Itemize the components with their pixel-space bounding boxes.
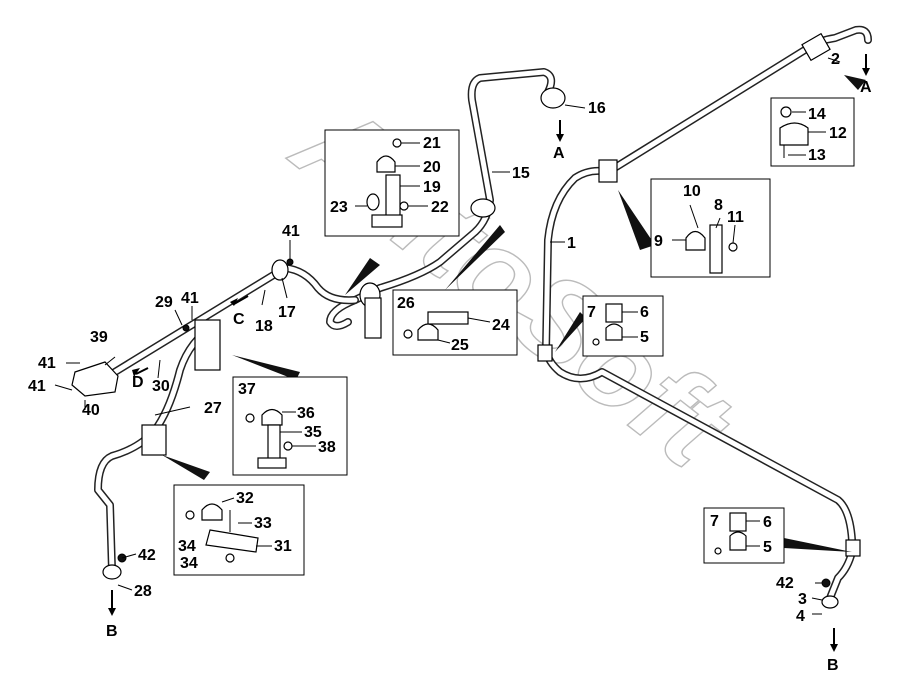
callout-41-left2: 41: [28, 378, 46, 395]
callout-34-top: 34: [178, 538, 196, 555]
callout-38: 38: [318, 439, 336, 456]
callout-33: 33: [254, 515, 272, 532]
callout-1: 1: [567, 235, 576, 252]
callout-30: 30: [152, 378, 170, 395]
callout-24: 24: [492, 317, 510, 334]
callout-20: 20: [423, 159, 441, 176]
callout-28: 28: [134, 583, 152, 600]
callout-labels: 2 14 12 13 16 15 1 10 8 11 9 21 20 19 23…: [28, 51, 872, 674]
bracket-31: [141, 424, 167, 456]
callout-41-top: 41: [282, 223, 300, 240]
callout-14: 14: [808, 106, 826, 123]
callout-26: 26: [397, 295, 415, 312]
callout-6-right: 6: [763, 514, 772, 531]
arrow-label-b-right: B: [827, 657, 839, 674]
callout-19: 19: [423, 179, 441, 196]
bracket-39: [71, 361, 119, 397]
clip-8: [598, 159, 618, 183]
callout-6-mid: 6: [640, 304, 649, 321]
arrow-label-a-right: A: [860, 79, 872, 96]
callout-10: 10: [683, 183, 701, 200]
callout-2: 2: [831, 51, 840, 68]
callout-7-mid: 7: [587, 304, 596, 321]
callout-12: 12: [829, 125, 847, 142]
callout-5-mid: 5: [640, 329, 649, 346]
detail-box-19-23: [324, 129, 460, 237]
detail-box-35-38: [232, 376, 348, 476]
callout-42-left: 42: [138, 547, 156, 564]
fittings: [71, 32, 861, 609]
callout-16: 16: [588, 100, 606, 117]
callout-17: 17: [278, 304, 296, 321]
fitting-16: [540, 87, 566, 109]
callout-31: 31: [274, 538, 292, 555]
arrow-label-b-left: B: [106, 623, 118, 640]
callout-35: 35: [304, 424, 322, 441]
clip-19: [470, 198, 496, 218]
callout-23: 23: [330, 199, 348, 216]
detail-box-8-9: [650, 178, 771, 278]
callout-41-left: 41: [38, 355, 56, 372]
detail-box-12: [770, 97, 855, 167]
callout-36: 36: [297, 405, 315, 422]
clip-5-right: [845, 539, 861, 557]
callout-11: 11: [727, 209, 744, 226]
callout-40: 40: [82, 402, 100, 419]
callout-42-right: 42: [776, 575, 794, 592]
callout-3: 3: [798, 591, 807, 608]
direction-arrows: [108, 54, 870, 652]
arrow-label-a-center: A: [553, 145, 565, 162]
callout-18: 18: [255, 318, 273, 335]
callout-21: 21: [423, 135, 441, 152]
detail-box-24-26: [392, 289, 518, 356]
callout-32: 32: [236, 490, 254, 507]
detail-box-31-34: [173, 484, 305, 576]
callout-34-bottom: 34: [180, 555, 198, 572]
clip-5-middle: [537, 344, 553, 362]
bracket-35: [194, 319, 221, 371]
detail-pointers: [162, 75, 866, 552]
bracket-26: [364, 297, 382, 339]
detail-box-5-7-right: [703, 507, 785, 564]
fitting-28: [102, 564, 122, 580]
callout-9: 9: [654, 233, 663, 250]
callout-5-right: 5: [763, 539, 772, 556]
fitting-17: [271, 259, 289, 281]
callout-22: 22: [431, 199, 449, 216]
arrow-label-c: C: [233, 311, 245, 328]
callout-25: 25: [451, 337, 469, 354]
callout-7-right: 7: [710, 513, 719, 530]
nut-3: [821, 595, 839, 609]
callout-37: 37: [238, 381, 256, 398]
callout-4: 4: [796, 608, 805, 625]
callout-39: 39: [90, 329, 108, 346]
arrow-label-d: D: [132, 374, 144, 391]
callout-8: 8: [714, 197, 723, 214]
callout-15: 15: [512, 165, 530, 182]
leader-lines: [54, 57, 841, 615]
callout-41-mid: 41: [181, 290, 199, 307]
callout-29: 29: [155, 294, 173, 311]
callout-13: 13: [808, 147, 826, 164]
detail-box-5-7-mid: [582, 295, 664, 357]
fitting-2: [801, 32, 831, 62]
callout-27: 27: [204, 400, 222, 417]
